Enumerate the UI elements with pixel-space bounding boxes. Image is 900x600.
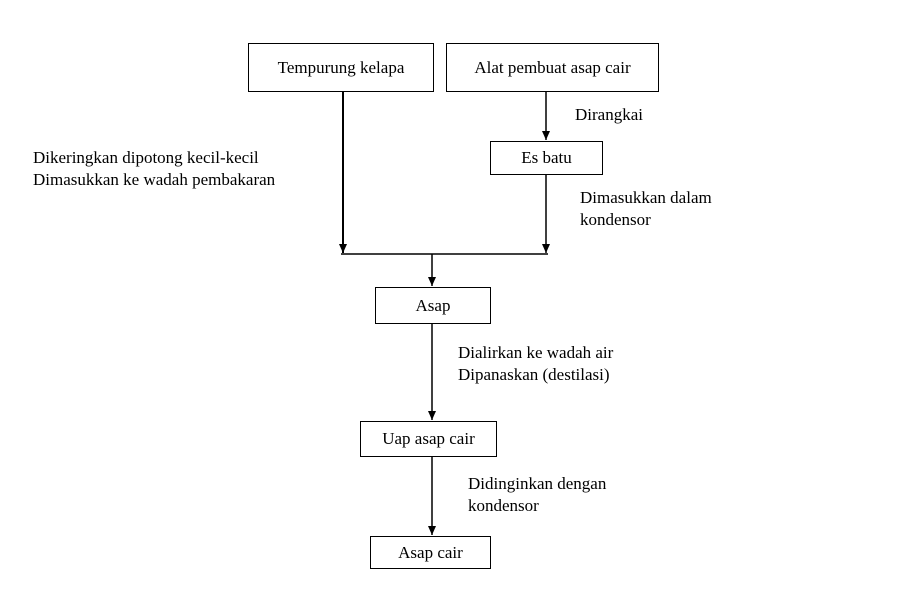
- edge-label-didinginkan: Didinginkan dengan kondensor: [468, 473, 606, 517]
- node-uap-asap-cair: Uap asap cair: [360, 421, 497, 457]
- edge-label-dimasukkan-line1: Dimasukkan dalam: [580, 188, 712, 207]
- edge-label-dikeringkan-line1: Dikeringkan dipotong kecil-kecil: [33, 148, 259, 167]
- edge-label-dialirkan-line1: Dialirkan ke wadah air: [458, 343, 614, 362]
- node-es-batu-label: Es batu: [521, 148, 572, 167]
- edge-label-dialirkan-line2: Dipanaskan (destilasi): [458, 365, 610, 384]
- edge-label-dikeringkan: Dikeringkan dipotong kecil-kecil Dimasuk…: [33, 147, 275, 191]
- node-alat-label: Alat pembuat asap cair: [474, 57, 631, 77]
- edge-label-dirangkai-text: Dirangkai: [575, 105, 643, 124]
- edge-label-dialirkan: Dialirkan ke wadah air Dipanaskan (desti…: [458, 342, 613, 386]
- node-es-batu: Es batu: [490, 141, 603, 175]
- edge-label-dimasukkan: Dimasukkan dalam kondensor: [580, 187, 712, 231]
- edge-label-didinginkan-line2: kondensor: [468, 496, 539, 515]
- node-uap-label: Uap asap cair: [382, 429, 475, 448]
- node-tempurung-kelapa-label: Tempurung kelapa: [277, 57, 405, 77]
- edge-label-dirangkai: Dirangkai: [575, 104, 643, 126]
- node-asap-cair-label: Asap cair: [398, 542, 463, 562]
- node-asap-label: Asap: [415, 295, 451, 315]
- edge-label-didinginkan-line1: Didinginkan dengan: [468, 474, 607, 493]
- node-tempurung-kelapa: Tempurung kelapa: [248, 43, 434, 92]
- edge-label-dimasukkan-line2: kondensor: [580, 210, 651, 229]
- node-alat-pembuat-asap-cair: Alat pembuat asap cair: [446, 43, 659, 92]
- edge-label-dikeringkan-line2: Dimasukkan ke wadah pembakaran: [33, 170, 276, 189]
- node-asap: Asap: [375, 287, 491, 324]
- node-asap-cair: Asap cair: [370, 536, 491, 569]
